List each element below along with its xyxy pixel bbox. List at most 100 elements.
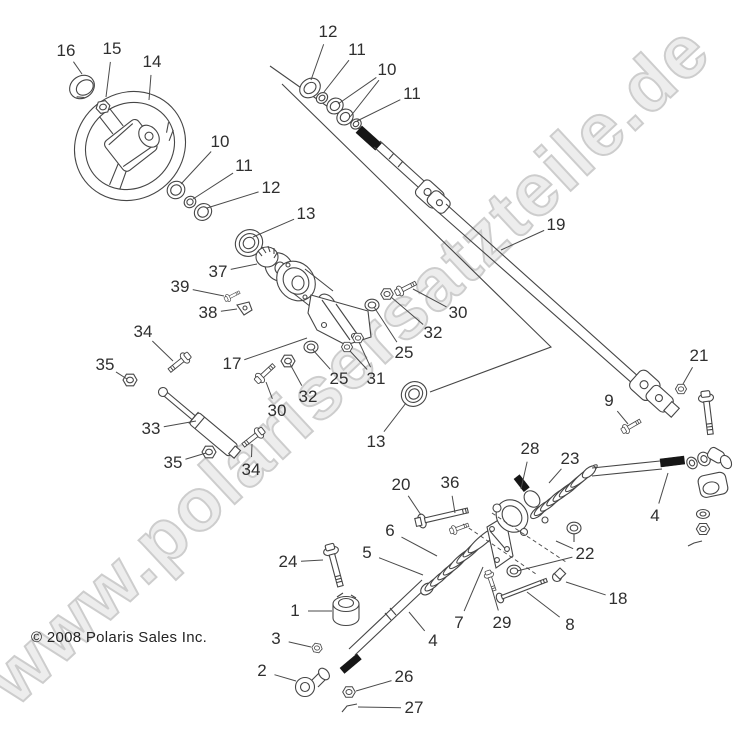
- callout-5-36: 5: [362, 543, 372, 562]
- isolator-bushing-1: [332, 592, 360, 627]
- callout-24-37: 24: [278, 552, 298, 571]
- callout-34-23: 34: [133, 322, 153, 341]
- leader-line: [289, 363, 303, 386]
- callout-30-16: 30: [448, 303, 468, 322]
- callout-3-39: 3: [271, 629, 281, 648]
- leader-line: [682, 367, 693, 385]
- callout-8-46: 8: [565, 615, 575, 634]
- callout-23-32: 23: [560, 449, 580, 468]
- callout-10-7: 10: [210, 132, 230, 151]
- callout-38-13: 38: [198, 303, 218, 322]
- tie-rod-end-right: [686, 446, 733, 547]
- nut-31: [340, 341, 354, 353]
- callout-39-12: 39: [170, 277, 190, 296]
- leader-line: [323, 59, 350, 93]
- callout-11-8: 11: [235, 156, 253, 175]
- leader-line: [358, 341, 372, 368]
- callout-12-9: 12: [261, 178, 281, 197]
- flange-bolt: [697, 389, 719, 436]
- callout-34-27: 34: [241, 460, 261, 479]
- cotter-pin-27: [341, 703, 358, 713]
- leader-line: [565, 581, 606, 596]
- leader-line: [288, 641, 312, 648]
- leader-line: [491, 588, 499, 611]
- callout-13-10: 13: [296, 204, 316, 223]
- clamp-18: [553, 567, 567, 581]
- callout-35-24: 35: [95, 355, 115, 374]
- leader-line: [355, 680, 392, 692]
- clip-hole: [242, 305, 248, 311]
- bushing-stack-top: [299, 77, 362, 130]
- steering-damper: [157, 386, 242, 459]
- leader-line: [163, 420, 197, 428]
- callout-14-2: 14: [142, 52, 162, 71]
- leader-line: [73, 61, 83, 75]
- callout-29-45: 29: [492, 613, 512, 632]
- callout-10-5: 10: [377, 60, 397, 79]
- leader-line: [192, 289, 225, 297]
- leader-line: [115, 371, 128, 380]
- copyright-notice: © 2008 Polaris Sales Inc.: [31, 629, 208, 646]
- callout-17-14: 17: [222, 354, 242, 373]
- parts-drawing: [69, 65, 733, 713]
- callout-16-0: 16: [56, 41, 76, 60]
- callout-4-43: 4: [428, 631, 438, 650]
- leader-line: [407, 495, 422, 516]
- washer-25-left: [303, 340, 319, 354]
- leader-line: [185, 452, 207, 460]
- callout-11-6: 11: [403, 84, 421, 103]
- callout-20-33: 20: [391, 475, 411, 494]
- leader-line: [312, 349, 331, 370]
- callout-1-38: 1: [290, 601, 300, 620]
- callout-25-18: 25: [394, 343, 414, 362]
- leader-line: [274, 674, 297, 682]
- callout-13-28: 13: [366, 432, 386, 451]
- callout-21-29: 21: [689, 346, 709, 365]
- callout-2-40: 2: [257, 661, 267, 680]
- leader-line: [658, 472, 669, 504]
- callout-30-22: 30: [267, 401, 287, 420]
- nut-22: [566, 521, 582, 535]
- leader-line: [390, 296, 424, 325]
- leader-line: [105, 61, 111, 98]
- nut-3: [310, 642, 324, 654]
- callout-9-30: 9: [604, 391, 614, 410]
- steering-wheel: [73, 90, 187, 202]
- leader-line: [265, 381, 273, 400]
- leader-line: [356, 99, 401, 122]
- bushing-stack-left: [166, 180, 213, 221]
- leader-line: [463, 566, 484, 612]
- callout-11-4: 11: [348, 40, 366, 59]
- callout-26-41: 26: [394, 667, 414, 686]
- callout-18-47: 18: [608, 589, 628, 608]
- callout-35-26: 35: [163, 453, 183, 472]
- callout-32-17: 32: [423, 323, 443, 342]
- leader-line: [349, 79, 380, 118]
- leader-line: [408, 611, 426, 632]
- leader-line: [244, 337, 308, 361]
- bolt-9: [619, 416, 644, 436]
- nut-32-left: [280, 354, 296, 368]
- leader-line: [616, 410, 629, 425]
- leader-line: [206, 191, 259, 209]
- nut-26: [342, 686, 356, 698]
- leader-line: [357, 706, 402, 709]
- callout-31-19: 31: [366, 369, 386, 388]
- leader-line: [251, 443, 253, 458]
- rack-and-pinion: [339, 455, 686, 674]
- leader-line: [516, 556, 573, 572]
- screw: [222, 288, 242, 304]
- callout-7-44: 7: [454, 613, 464, 632]
- leader-line: [300, 559, 324, 562]
- leader-line: [548, 468, 562, 484]
- nut-35: [201, 445, 217, 459]
- bolt-36: [448, 520, 471, 537]
- bolt-34: [165, 349, 194, 376]
- leader-line: [192, 172, 234, 200]
- leader-line: [378, 557, 424, 576]
- callout-22-48: 22: [575, 544, 595, 563]
- leader-line: [349, 350, 368, 370]
- bolt-29: [482, 568, 500, 593]
- tie-rod-end-2: [294, 667, 330, 698]
- axis-line: [281, 83, 553, 393]
